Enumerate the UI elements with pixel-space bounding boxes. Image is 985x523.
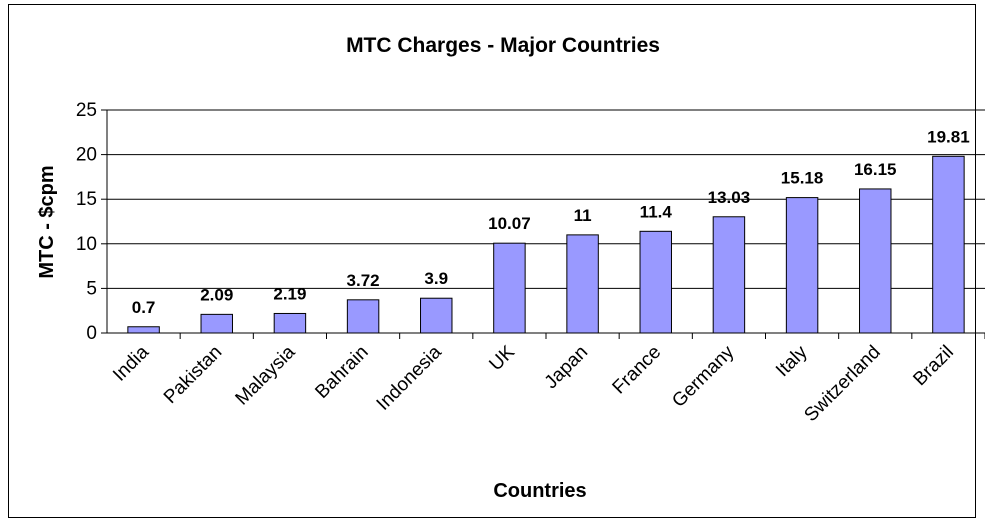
- data-label-germany: 13.03: [708, 188, 751, 207]
- data-label-brazil: 19.81: [927, 127, 970, 146]
- data-label-japan: 11: [574, 206, 592, 225]
- bar-pakistan: [200, 313, 233, 334]
- bar-italy: [785, 197, 819, 334]
- y-tick-label-4: 20: [76, 145, 97, 166]
- category-label-italy: Italy: [772, 341, 812, 381]
- category-label-malaysia: Malaysia: [232, 341, 300, 409]
- data-label-italy: 15.18: [781, 169, 824, 188]
- data-label-bahrain: 3.72: [347, 271, 380, 290]
- gridlines: [107, 109, 985, 289]
- category-label-france: France: [609, 342, 666, 399]
- data-label-switzerland: 16.15: [854, 160, 897, 179]
- category-label-switzerland: Switzerland: [800, 342, 884, 426]
- x-axis-title: Countries: [493, 480, 586, 502]
- category-label-india: India: [109, 341, 153, 385]
- y-tick-label-5: 25: [76, 100, 97, 121]
- y-tick-label-0: 0: [86, 323, 97, 344]
- bar-indonesia: [420, 297, 453, 334]
- bar-france: [639, 230, 672, 334]
- category-label-brazil: Brazil: [910, 342, 958, 390]
- data-label-pakistan: 2.09: [200, 285, 233, 304]
- bar-japan: [566, 234, 599, 334]
- bar-india: [127, 326, 160, 334]
- data-label-malaysia: 2.19: [273, 284, 306, 303]
- data-label-india: 0.7: [132, 298, 156, 317]
- bar-bahrain: [346, 299, 380, 334]
- chart-title: MTC Charges - Major Countries: [346, 34, 660, 57]
- y-tick-label-1: 5: [86, 278, 97, 299]
- bar-uk: [493, 242, 526, 334]
- data-label-uk: 10.07: [488, 214, 531, 233]
- bar-germany: [712, 216, 746, 334]
- axes: [101, 109, 985, 339]
- y-tick-label-2: 10: [76, 234, 97, 255]
- category-label-japan: Japan: [541, 342, 592, 393]
- category-label-pakistan: Pakistan: [160, 342, 226, 408]
- y-tick-label-3: 15: [76, 189, 97, 210]
- category-label-bahrain: Bahrain: [311, 342, 372, 403]
- category-label-germany: Germany: [668, 341, 738, 411]
- bar-malaysia: [273, 312, 307, 334]
- data-label-france: 11.4: [640, 202, 673, 221]
- y-axis-title: MTC - $cpm: [36, 165, 58, 278]
- data-label-indonesia: 3.9: [424, 269, 448, 288]
- bar-switzerland: [859, 188, 892, 334]
- category-label-indonesia: Indonesia: [373, 341, 446, 414]
- bar-brazil: [932, 155, 965, 334]
- bars: [127, 155, 965, 334]
- category-label-uk: UK: [485, 341, 519, 375]
